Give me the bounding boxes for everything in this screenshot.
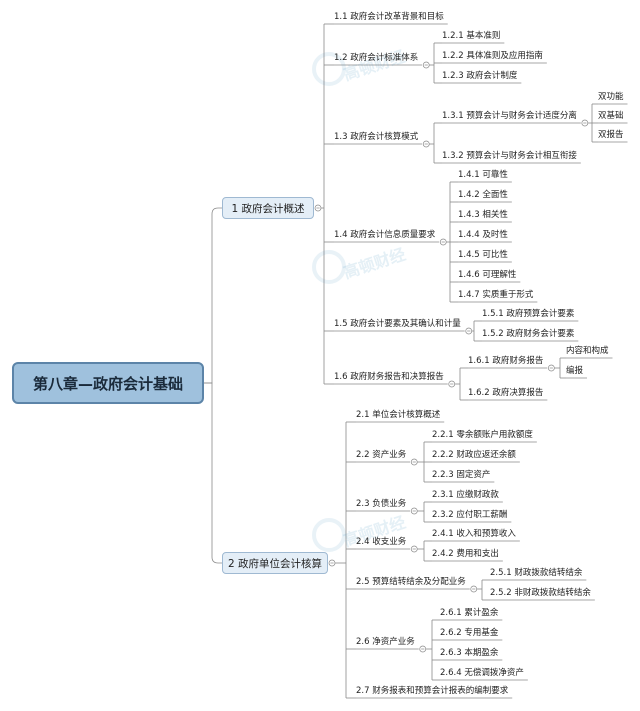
topic-2-2-3[interactable]: 2.2.3 固定资产 xyxy=(432,470,491,480)
topic-2-2-1[interactable]: 2.2.1 零余额账户用款额度 xyxy=(432,430,533,440)
topic-1-3-1[interactable]: 1.3.1 预算会计与财务会计适度分离 xyxy=(442,111,577,121)
topic-1-2-1[interactable]: 1.2.1 基本准则 xyxy=(442,31,501,41)
topic-1-4-3[interactable]: 1.4.3 相关性 xyxy=(458,210,508,220)
topic-1-4-6[interactable]: 1.4.6 可理解性 xyxy=(458,270,517,280)
topic-1-6[interactable]: 1.6 政府财务报告和决算报告 xyxy=(334,372,444,382)
topic-1-4-4[interactable]: 1.4.4 及时性 xyxy=(458,230,508,240)
topic-1-6-1-b[interactable]: 编报 xyxy=(566,366,584,376)
topic-1-2-3[interactable]: 1.2.3 政府会计制度 xyxy=(442,71,518,81)
topic-2-5[interactable]: 2.5 预算结转结余及分配业务 xyxy=(356,577,466,587)
topic-1-4-2[interactable]: 1.4.2 全面性 xyxy=(458,190,508,200)
topic-1-6-2[interactable]: 1.6.2 政府决算报告 xyxy=(468,388,544,398)
topic-2-5-2[interactable]: 2.5.2 非财政拨款结转结余 xyxy=(490,588,591,598)
topic-1-2[interactable]: 1.2 政府会计标准体系 xyxy=(334,53,419,63)
topic-1-5[interactable]: 1.5 政府会计要素及其确认和计量 xyxy=(334,319,461,329)
topic-1-4[interactable]: 1.4 政府会计信息质量要求 xyxy=(334,230,436,240)
branch-topic-1[interactable]: 1 政府会计概述 xyxy=(222,197,314,219)
watermark-logo-icon xyxy=(312,518,346,552)
topic-1-4-7[interactable]: 1.4.7 实质重于形式 xyxy=(458,290,534,300)
topic-1-3-1-b[interactable]: 双基础 xyxy=(598,111,624,121)
topic-2-1[interactable]: 2.1 单位会计核算概述 xyxy=(356,410,441,420)
topic-1-4-5[interactable]: 1.4.5 可比性 xyxy=(458,250,508,260)
root-connector xyxy=(204,382,222,564)
topic-1-3[interactable]: 1.3 政府会计核算模式 xyxy=(334,132,419,142)
topic-2-4-1[interactable]: 2.4.1 收入和预算收入 xyxy=(432,529,516,539)
topic-2-6-1[interactable]: 2.6.1 累计盈余 xyxy=(440,608,499,618)
topic-2-6-3[interactable]: 2.6.3 本期盈余 xyxy=(440,648,499,658)
topic-1-3-1-c[interactable]: 双报告 xyxy=(598,130,624,140)
topic-1-5-2[interactable]: 1.5.2 政府财务会计要素 xyxy=(482,329,575,339)
root-connector xyxy=(204,207,222,384)
topic-1-5-1[interactable]: 1.5.1 政府预算会计要素 xyxy=(482,309,575,319)
topic-1-6-1[interactable]: 1.6.1 政府财务报告 xyxy=(468,356,544,366)
topic-1-6-1-a[interactable]: 内容和构成 xyxy=(566,346,609,356)
topic-2-5-1[interactable]: 2.5.1 财政拨款结转结余 xyxy=(490,568,583,578)
topic-2-4-2[interactable]: 2.4.2 费用和支出 xyxy=(432,549,499,559)
topic-2-2-2[interactable]: 2.2.2 财政应返还余额 xyxy=(432,450,516,460)
root-topic[interactable]: 第八章—政府会计基础 xyxy=(12,362,204,404)
topic-1-1[interactable]: 1.1 政府会计改革背景和目标 xyxy=(334,12,444,22)
watermark-logo-icon xyxy=(312,250,346,284)
topic-1-4-1[interactable]: 1.4.1 可靠性 xyxy=(458,170,508,180)
topic-2-3[interactable]: 2.3 负债业务 xyxy=(356,499,407,509)
topic-2-7[interactable]: 2.7 财务报表和预算会计报表的编制要求 xyxy=(356,686,509,696)
topic-2-6-4[interactable]: 2.6.4 无偿调拨净资产 xyxy=(440,668,524,678)
topic-1-3-2[interactable]: 1.3.2 预算会计与财务会计相互衔接 xyxy=(442,151,577,161)
topic-1-3-1-a[interactable]: 双功能 xyxy=(598,92,624,102)
topic-2-3-1[interactable]: 2.3.1 应缴财政款 xyxy=(432,490,499,500)
watermark-logo-icon xyxy=(312,52,346,86)
topic-1-2-2[interactable]: 1.2.2 具体准则及应用指南 xyxy=(442,51,543,61)
topic-2-3-2[interactable]: 2.3.2 应付职工薪酬 xyxy=(432,510,508,520)
topic-2-2[interactable]: 2.2 资产业务 xyxy=(356,450,407,460)
topic-2-6[interactable]: 2.6 净资产业务 xyxy=(356,637,415,647)
topic-2-4[interactable]: 2.4 收支业务 xyxy=(356,537,407,547)
branch-topic-2[interactable]: 2 政府单位会计核算 xyxy=(222,552,328,574)
topic-2-6-2[interactable]: 2.6.2 专用基金 xyxy=(440,628,499,638)
